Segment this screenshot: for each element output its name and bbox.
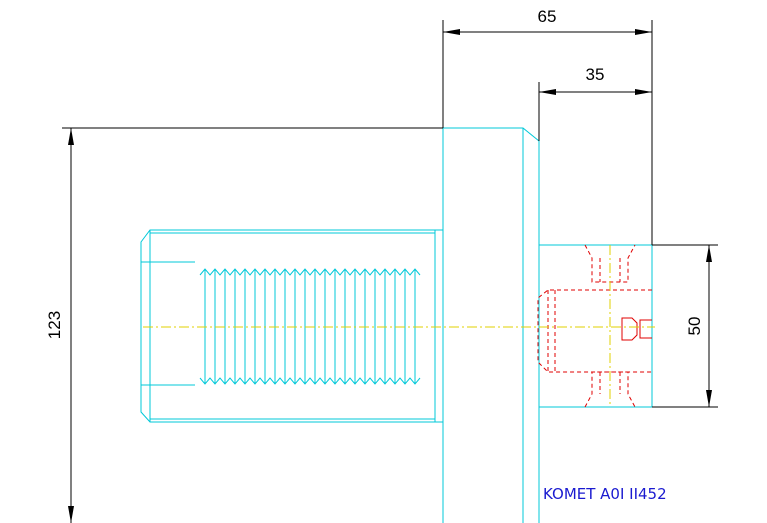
dimension-123: 123	[45, 127, 443, 523]
part-number-label: KOMET A0I II452	[543, 485, 667, 503]
thread-bottom	[199, 377, 421, 385]
flange	[442, 127, 540, 523]
dim-label-123: 123	[45, 311, 64, 339]
dim-label-50: 50	[685, 317, 704, 336]
part-outline	[140, 127, 653, 523]
thread-top	[199, 268, 421, 276]
dimension-50: 50	[652, 244, 718, 408]
small-pin	[621, 317, 638, 341]
dim-label-35: 35	[586, 65, 605, 84]
main-bore	[537, 289, 652, 373]
dim-label-65: 65	[538, 7, 557, 26]
hidden-features	[537, 244, 652, 408]
right-boss	[539, 244, 653, 408]
dimension-35: 35	[538, 65, 652, 141]
dimension-65: 65	[442, 7, 653, 245]
centerlines	[143, 245, 655, 407]
threaded-shank	[140, 229, 443, 423]
